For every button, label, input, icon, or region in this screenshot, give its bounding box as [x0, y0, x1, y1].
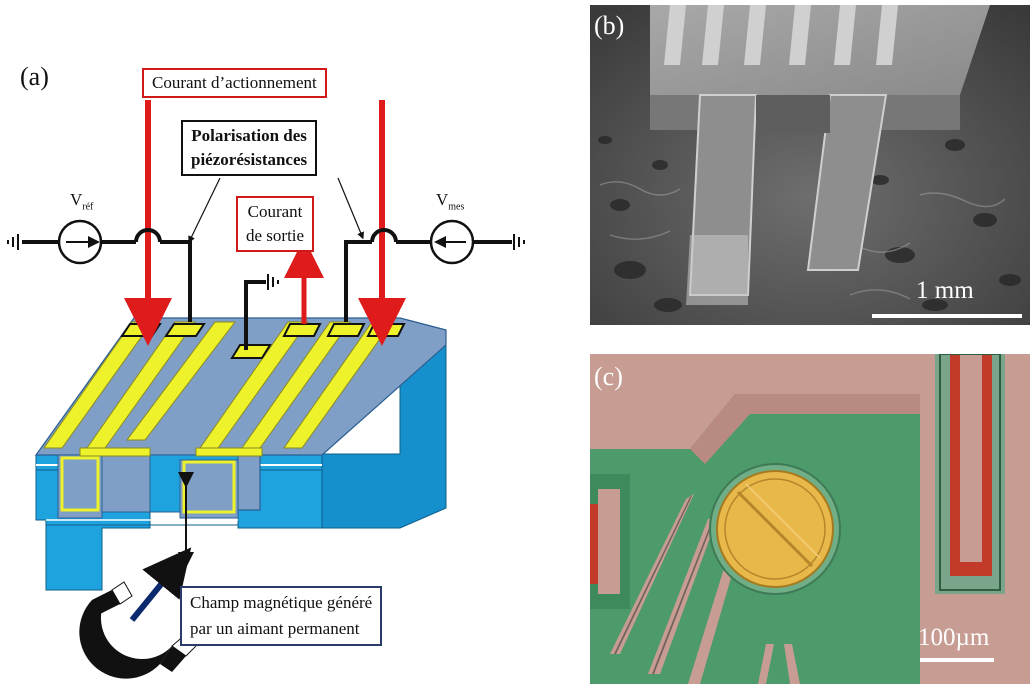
panel-b-sem-image: (b) 1 mm	[590, 5, 1030, 325]
magnetic-field-line2: par un aimant permanent	[190, 619, 360, 638]
v-mes-main: V	[436, 190, 449, 209]
panel-a-letter: (a)	[20, 62, 49, 91]
output-current-line2: de sortie	[246, 226, 305, 245]
current-source-ref-icon	[57, 219, 103, 265]
polarization-line2: piézorésistances	[191, 150, 308, 169]
optical-micrograph	[590, 354, 1030, 684]
device-schematic	[7, 100, 525, 679]
panel-c-optical-image: (c) 100µm	[590, 354, 1030, 684]
electrode-stripes	[43, 321, 393, 514]
current-source-mes-icon	[429, 219, 475, 265]
polarization-pointer-left	[188, 177, 221, 244]
ground-left-icon	[7, 234, 19, 250]
magnetic-field-label: Champ magnétique généré par un aimant pe…	[180, 586, 383, 646]
scale-bar-b	[872, 314, 1022, 318]
actuation-current-text: Courant d’actionnement	[152, 73, 317, 92]
output-current-line1: Courant	[247, 202, 303, 221]
scale-label-c: 100µm	[918, 624, 990, 651]
actuation-current-label: Courant d’actionnement	[142, 68, 327, 98]
bias-circuit-left	[22, 228, 192, 322]
v-ref-sub: réf	[82, 201, 94, 213]
v-ref-main: V	[70, 190, 83, 209]
polarization-line1: Polarisation des	[191, 126, 307, 145]
v-mes-sub: mes	[448, 201, 465, 213]
polarization-label: Polarisation des piézorésistances	[181, 120, 318, 176]
panel-a: (a) Courant d’actionnement Polarisation …	[7, 62, 525, 679]
scale-bar-c	[920, 658, 994, 662]
v-mes-label: Vmes	[436, 190, 464, 212]
polarization-pointer-right	[337, 177, 364, 240]
panel-c-letter: (c)	[594, 362, 623, 391]
scale-label-b: 1 mm	[916, 277, 974, 304]
sem-micrograph	[590, 5, 1030, 325]
output-current-label: Courant de sortie	[236, 196, 315, 252]
ground-right-icon	[513, 234, 525, 250]
magnetic-field-line1: Champ magnétique généré	[190, 593, 373, 612]
bias-circuit-right	[344, 228, 512, 322]
center-ground-wire	[244, 274, 279, 350]
v-ref-label: Vréf	[70, 190, 93, 212]
panel-b-letter: (b)	[594, 11, 625, 40]
